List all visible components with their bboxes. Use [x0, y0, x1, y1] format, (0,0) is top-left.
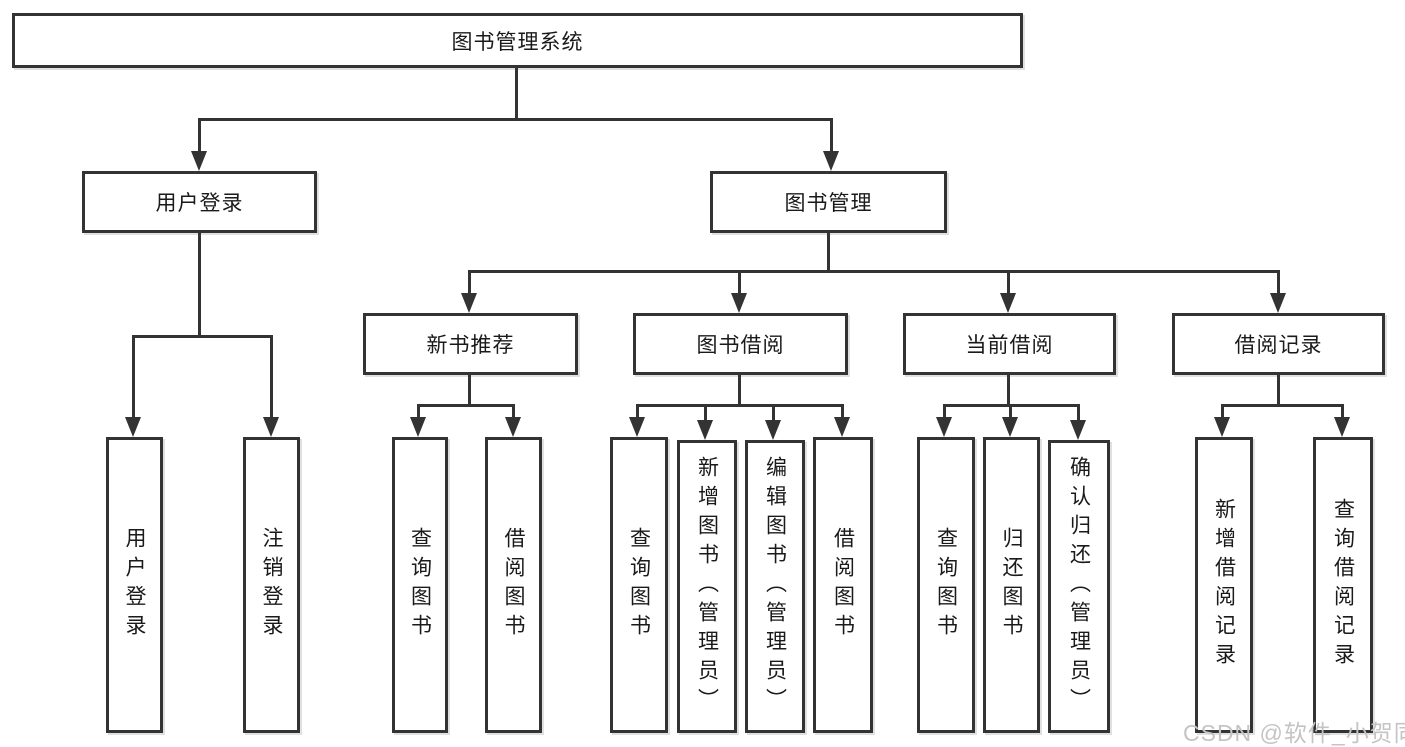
leaf-edit-book-admin: 编辑图书（管理员）	[745, 440, 805, 733]
arrow-down-icon	[1070, 420, 1086, 440]
connector-line	[1222, 404, 1343, 407]
node-label: 图书借阅	[696, 334, 785, 357]
node-root-library-system: 图书管理系统	[12, 13, 1023, 68]
node-label: 新增借阅记录	[1212, 498, 1236, 672]
node-label: 查询图书	[627, 527, 651, 643]
arrow-down-icon	[731, 293, 747, 313]
node-label: 新增图书（管理员）	[695, 456, 719, 717]
connector-line	[1007, 375, 1010, 407]
node-book-management: 图书管理	[710, 171, 947, 233]
arrow-down-icon	[461, 293, 477, 313]
connector-line	[133, 335, 273, 338]
node-label: 借阅记录	[1234, 334, 1323, 357]
node-label: 归还图书	[1000, 527, 1023, 643]
leaf-query-books-2: 查询图书	[610, 437, 668, 733]
arrow-down-icon	[1214, 417, 1230, 437]
connector-line	[738, 375, 741, 407]
connector-line	[1009, 404, 1012, 421]
arrow-down-icon	[191, 151, 207, 171]
node-borrow-records: 借阅记录	[1172, 313, 1385, 375]
node-label: 确认归还（管理员）	[1067, 456, 1091, 717]
connector-line	[512, 404, 515, 421]
arrow-down-icon	[1270, 293, 1286, 313]
leaf-return-book: 归还图书	[983, 437, 1040, 733]
connector-line	[636, 404, 639, 421]
node-label: 图书管理系统	[451, 30, 584, 54]
leaf-add-borrow-record: 新增借阅记录	[1195, 437, 1253, 733]
node-label: 查询图书	[408, 527, 432, 643]
connector-line	[468, 270, 471, 297]
node-label: 注销登录	[260, 527, 283, 643]
arrow-down-icon	[823, 151, 839, 171]
node-label: 查询图书	[934, 527, 958, 643]
arrow-down-icon	[263, 417, 279, 437]
node-label: 编辑图书（管理员）	[763, 456, 787, 717]
connector-line	[841, 404, 844, 421]
node-label: 当前借阅	[965, 334, 1054, 357]
arrow-down-icon	[1002, 417, 1018, 437]
connector-line	[198, 118, 201, 155]
leaf-borrow-books-2: 借阅图书	[813, 437, 873, 733]
arrow-down-icon	[936, 417, 952, 437]
connector-line	[469, 270, 1280, 273]
node-label: 新书推荐	[426, 334, 515, 357]
arrow-down-icon	[834, 417, 850, 437]
arrow-down-icon	[697, 420, 713, 440]
connector-line	[1277, 270, 1280, 297]
node-current-borrow: 当前借阅	[903, 313, 1116, 375]
connector-line	[1007, 270, 1010, 297]
connector-line	[515, 68, 518, 118]
arrow-down-icon	[765, 420, 781, 440]
connector-line	[1341, 404, 1344, 421]
connector-line	[418, 404, 515, 407]
connector-line	[830, 118, 833, 155]
connector-line	[1221, 404, 1224, 421]
node-label: 图书管理	[784, 192, 873, 215]
leaf-query-books-3: 查询图书	[917, 437, 975, 733]
node-book-borrow: 图书借阅	[633, 313, 848, 375]
arrow-down-icon	[1334, 417, 1350, 437]
arrow-down-icon	[629, 417, 645, 437]
connector-line	[637, 404, 843, 407]
node-user-login: 用户登录	[82, 171, 317, 233]
connector-line	[417, 404, 420, 421]
arrow-down-icon	[410, 417, 426, 437]
arrow-down-icon	[1000, 293, 1016, 313]
leaf-borrow-books-1: 借阅图书	[485, 437, 542, 733]
connector-line	[772, 404, 775, 421]
node-label: 借阅图书	[502, 527, 525, 643]
arrow-down-icon	[505, 417, 521, 437]
leaf-confirm-return-admin: 确认归还（管理员）	[1048, 440, 1110, 733]
connector-line	[944, 404, 1080, 407]
connector-line	[468, 375, 471, 407]
connector-line	[132, 335, 135, 421]
connector-line	[199, 118, 833, 121]
leaf-query-borrow-record: 查询借阅记录	[1313, 437, 1373, 733]
csdn-watermark: CSDN @软件_小贺同学	[1183, 720, 1405, 746]
node-label: 查询借阅记录	[1331, 498, 1355, 672]
connector-line	[943, 404, 946, 421]
connector-line	[270, 335, 273, 421]
connector-line	[738, 270, 741, 297]
connector-line	[827, 233, 830, 272]
connector-line	[1277, 375, 1280, 407]
connector-line	[1077, 404, 1080, 421]
leaf-add-book-admin: 新增图书（管理员）	[677, 440, 737, 733]
node-label: 用户登录	[155, 192, 244, 215]
leaf-query-books-1: 查询图书	[392, 437, 448, 733]
connector-line	[198, 233, 201, 335]
arrow-down-icon	[125, 417, 141, 437]
leaf-user-login: 用户登录	[106, 437, 163, 733]
node-label: 借阅图书	[831, 527, 855, 643]
connector-line	[704, 404, 707, 421]
node-new-book-recommend: 新书推荐	[363, 313, 578, 375]
node-label: 用户登录	[123, 527, 146, 643]
leaf-logout: 注销登录	[243, 437, 300, 733]
